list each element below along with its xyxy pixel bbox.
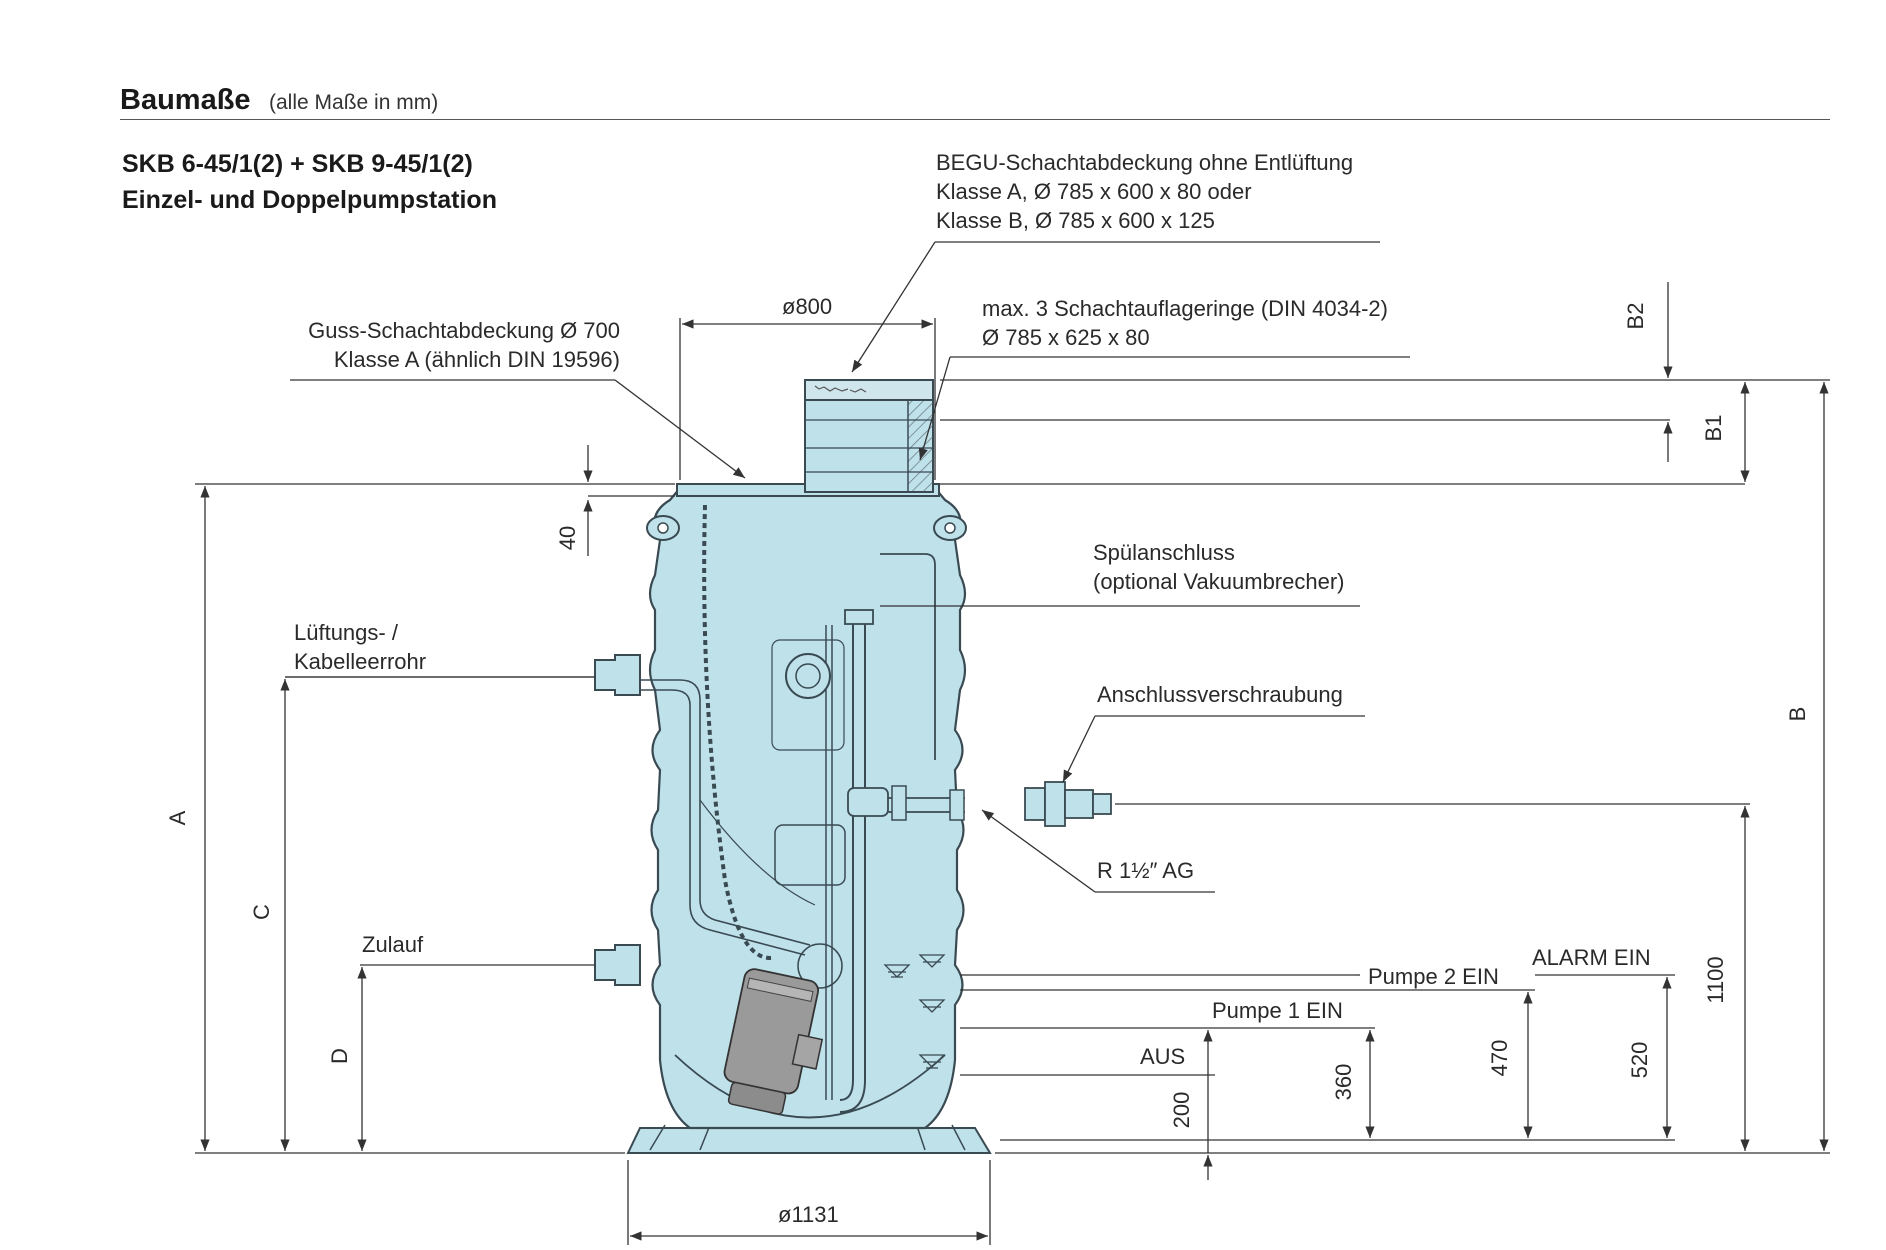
dim-B: B [1785, 706, 1810, 722]
inlet-nozzles [594, 654, 641, 986]
dim-470: 470 [1487, 1039, 1512, 1077]
dim-C: C [249, 904, 274, 920]
model-line-2: Einzel- und Doppelpumpstation [122, 186, 497, 214]
spuel-label: Spülanschluss (optional Vakuumbrecher) [1093, 540, 1345, 594]
pumpe1-label: Pumpe 1 EIN [1212, 998, 1343, 1023]
begu-label: BEGU-Schachtabdeckung ohne Entlüftung Kl… [936, 150, 1354, 233]
dim-B2: B2 [1623, 302, 1648, 330]
zulauf-label: Zulauf [362, 932, 424, 957]
dim-B1: B1 [1701, 414, 1726, 442]
dimension-lines [195, 241, 1830, 1245]
pumpe2-label: Pumpe 2 EIN [1368, 964, 1499, 989]
anschluss-label: Anschlussverschraubung [1097, 682, 1343, 707]
dim-D: D [327, 1048, 352, 1064]
submersible-pump [723, 968, 824, 1115]
lueftung-label: Lüftungs- / Kabelleerrohr [294, 620, 427, 674]
section-title: Baumaße [120, 84, 251, 116]
dim-1100: 1100 [1703, 956, 1728, 1004]
top-diameter: ø800 [782, 294, 833, 319]
model-line-1: SKB 6-45/1(2) + SKB 9-45/1(2) [122, 150, 473, 178]
base-diameter: ø1131 [778, 1202, 839, 1227]
dim-200: 200 [1169, 1091, 1194, 1129]
dim-A: A [165, 810, 190, 826]
aus-label: AUS [1140, 1044, 1186, 1069]
internal-piping [637, 504, 965, 1115]
dim-40: 40 [555, 525, 580, 551]
shaft-riser [804, 379, 934, 493]
dim-360: 360 [1331, 1063, 1356, 1101]
section-subtitle: (alle Maße in mm) [269, 91, 439, 114]
rings-label: max. 3 Schachtauflageringe (DIN 4034-2) … [982, 296, 1388, 350]
alarm-label: ALARM EIN [1532, 945, 1651, 970]
pipe-fitting [1024, 781, 1112, 827]
guss-label: Guss-Schachtabdeckung Ø 700 Klasse A (äh… [308, 318, 620, 372]
thread-label: R 1½″ AG [1097, 858, 1195, 883]
dim-520: 520 [1627, 1041, 1652, 1079]
section-header: Baumaße (alle Maße in mm) [120, 84, 1830, 120]
